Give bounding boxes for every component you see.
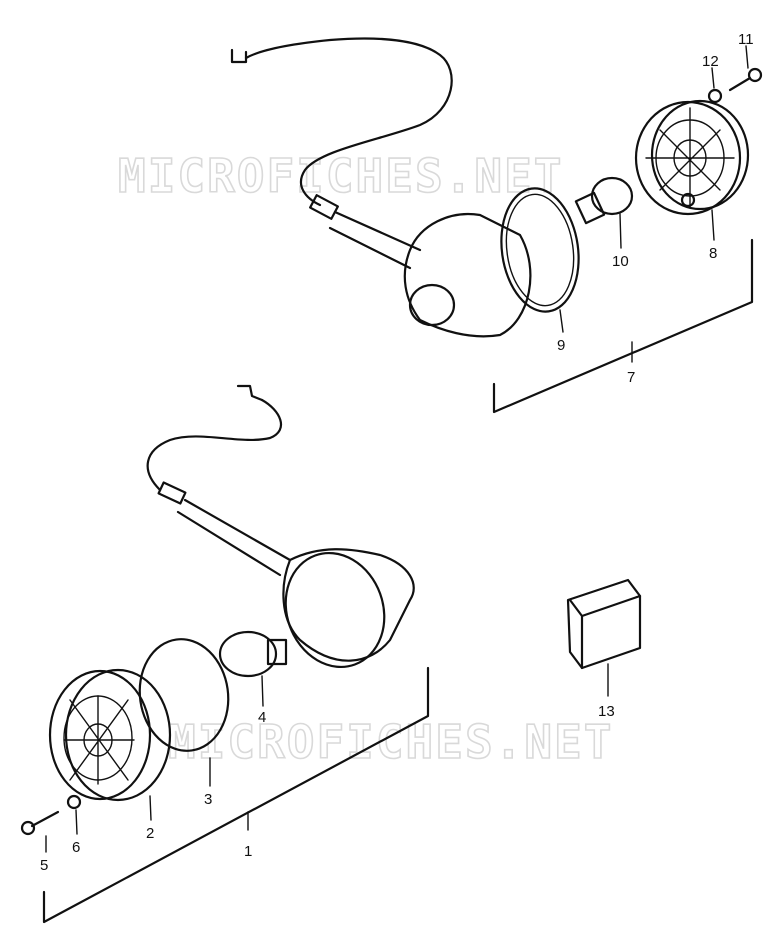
leader-9 [559,309,564,333]
callout-10: 10 [612,253,629,270]
upper-housing [403,212,532,338]
upper-bulb [574,176,634,225]
upper-housing-nose [408,283,456,327]
lower-bracket [42,666,430,924]
lower-washer [66,794,82,810]
lower-lens [48,668,172,802]
leader-11 [745,45,749,69]
callout-4: 4 [258,709,266,726]
upper-wire [244,37,453,207]
callout-6: 6 [72,839,80,856]
callout-1: 1 [244,843,252,860]
upper-turn-signal-assembly [230,37,763,414]
lower-bulb [218,630,288,678]
callout-13: 13 [598,703,615,720]
callout-9: 9 [557,337,565,354]
callout-5: 5 [40,857,48,874]
upper-washer [707,88,723,104]
flasher-relay [566,578,642,670]
watermark-upper: MICROFICHES.NET [118,149,563,203]
leader-12 [711,67,715,89]
lower-wire-sleeve [157,481,187,505]
leader-4 [261,675,264,707]
lower-screw [20,810,60,836]
lower-wire [146,398,282,492]
upper-wire-terminal [230,48,248,64]
callout-8: 8 [709,245,717,262]
watermark-lower: MICROFICHES.NET [168,715,613,769]
lower-housing [282,548,415,662]
callout-2: 2 [146,825,154,842]
lower-stem [176,498,292,577]
upper-bracket [492,238,754,414]
upper-stem [328,210,422,270]
lower-gasket [138,638,230,752]
leader-8 [711,209,715,241]
upper-screw [728,67,763,92]
leader-6 [75,809,78,835]
upper-gasket [500,187,580,313]
callout-3: 3 [204,791,212,808]
lower-housing-rim [284,551,386,669]
leader-2 [149,795,152,821]
upper-gasket-inner [505,193,575,307]
callout-12: 12 [702,53,719,70]
upper-lens [634,99,750,216]
lower-turn-signal-assembly [20,384,430,924]
callout-7: 7 [627,369,635,386]
callout-11: 11 [738,31,754,48]
lower-wire-terminal [236,384,264,402]
leader-10 [619,213,622,249]
